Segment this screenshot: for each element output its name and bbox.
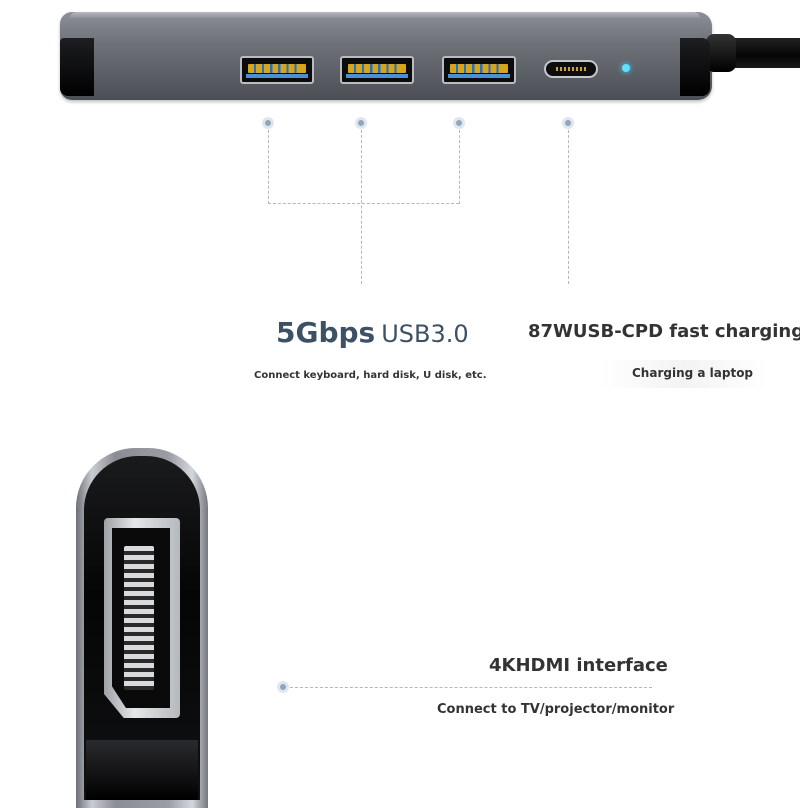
usb-a-port-icon <box>442 56 516 84</box>
callout-dot <box>262 117 274 129</box>
hdmi-description: Connect to TV/projector/monitor <box>437 702 675 717</box>
hub-cable-collar <box>706 34 736 72</box>
callout-line <box>290 687 652 688</box>
usb-a-port-icon <box>340 56 414 84</box>
usb-a-port-icon <box>240 56 314 84</box>
hub-left-cap <box>60 38 94 96</box>
hdmi-heading: 4KHDMI interface <box>489 655 668 676</box>
callout-dot <box>277 681 289 693</box>
hdmi-module-lower <box>86 740 198 800</box>
charging-heading: 87WUSB-CPD fast charging <box>528 321 800 342</box>
callout-dot <box>562 117 574 129</box>
callout-line <box>361 130 362 284</box>
usb-speed-value: 5Gbps <box>276 316 376 349</box>
callout-line <box>268 203 459 204</box>
callout-line <box>268 130 269 204</box>
usb-description: Connect keyboard, hard disk, U disk, etc… <box>254 370 487 381</box>
usb-c-port-icon <box>544 60 598 78</box>
charging-description: Charging a laptop <box>632 366 754 380</box>
hub-top-edge <box>70 12 700 18</box>
usb-standard: USB3.0 <box>381 320 469 348</box>
led-indicator <box>622 64 630 72</box>
callout-line <box>459 130 460 204</box>
callout-dot <box>453 117 465 129</box>
hdmi-port-pins <box>124 546 154 690</box>
callout-line <box>568 130 569 284</box>
charging-description-box <box>600 360 768 388</box>
callout-dot <box>355 117 367 129</box>
hub-right-cap <box>680 38 710 96</box>
